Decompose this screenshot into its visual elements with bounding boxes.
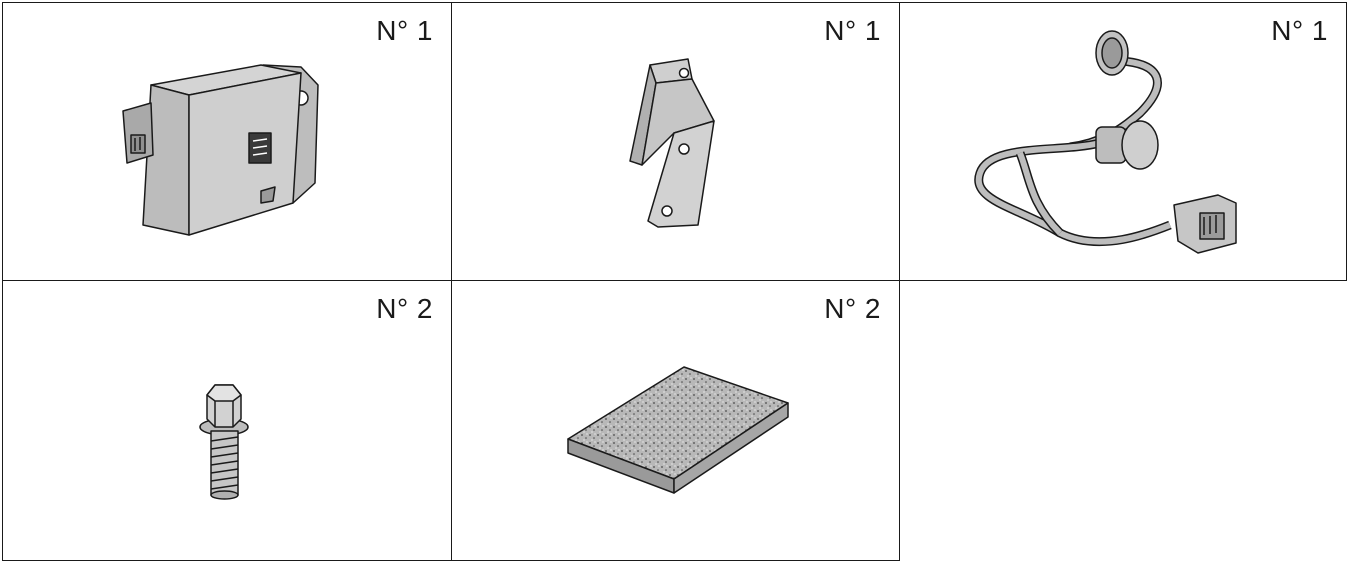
quantity-label: N° 1: [1271, 15, 1328, 46]
wiring-harness-icon: [974, 30, 1237, 254]
quantity-label: N° 2: [824, 293, 881, 324]
quantity-label: N° 1: [824, 15, 881, 46]
control-unit-icon: [122, 64, 319, 236]
bracket-icon: [629, 58, 715, 228]
foam-pad-icon: [567, 366, 789, 494]
quantity-label: N° 1: [376, 15, 433, 46]
part-cell-flange-bolt: N° 2: [2, 280, 452, 561]
part-cell-mounting-bracket: N° 1: [451, 2, 900, 281]
part-cell-wiring-harness: N° 1: [899, 2, 1347, 281]
part-cell-foam-pad: N° 2: [451, 280, 900, 561]
bolt-icon: [199, 384, 249, 500]
part-cell-control-unit: N° 1: [2, 2, 452, 281]
quantity-label: N° 2: [376, 293, 433, 324]
